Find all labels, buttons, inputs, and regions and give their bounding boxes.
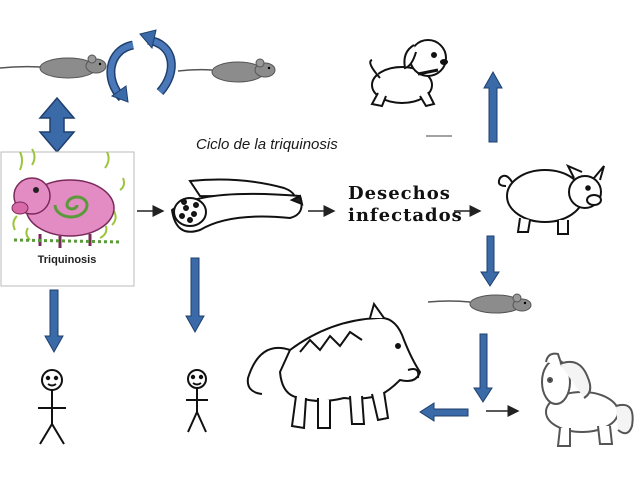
arrow-left-icon xyxy=(419,402,469,422)
person-icon xyxy=(38,369,66,445)
arrow-down-icon xyxy=(473,333,493,403)
sausage-icon xyxy=(170,178,304,233)
waste-label-line1: Desechos xyxy=(348,183,451,204)
wild-boar-icon xyxy=(246,301,422,430)
rat-icon xyxy=(0,54,107,79)
arrow-down-icon xyxy=(185,257,205,334)
rat-icon xyxy=(177,58,276,83)
arrow-up-icon xyxy=(483,70,503,143)
triquinosis-card xyxy=(0,148,135,287)
person-icon xyxy=(186,369,208,433)
waste-label: Desechos infectados xyxy=(348,183,463,227)
pig-icon xyxy=(497,164,605,235)
card-label: Triquinosis xyxy=(37,254,97,266)
rat-icon xyxy=(427,293,532,314)
diagram-title: Ciclo de la triquinosis xyxy=(196,136,338,153)
arrow-down-icon xyxy=(480,235,500,287)
flow-arrows xyxy=(137,205,520,417)
cycle-arrows-icon xyxy=(106,29,176,103)
pig-illustration-icon xyxy=(11,148,125,248)
arrow-down-icon xyxy=(44,289,64,354)
waste-label-line2: infectados xyxy=(348,205,463,226)
dog-icon xyxy=(369,39,448,108)
double-arrow-icon xyxy=(38,96,76,154)
pony-icon xyxy=(541,352,634,447)
